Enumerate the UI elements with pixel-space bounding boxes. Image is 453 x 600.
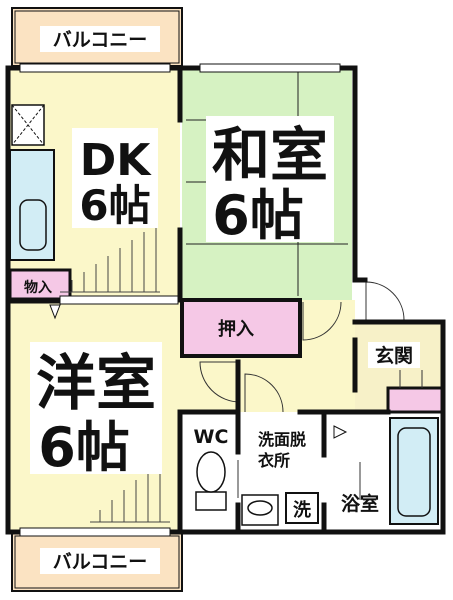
washer-box <box>285 492 319 524</box>
bath-label: 浴室 <box>341 492 379 515</box>
youshitsu-label-bg <box>30 342 162 474</box>
balcony-top-label: バルコニー <box>53 29 148 51</box>
vent-marker <box>49 304 61 320</box>
senmen-label-line1: 洗面脱 <box>258 430 306 449</box>
oshiire-closet <box>180 298 302 358</box>
wc-label: WC <box>194 426 229 448</box>
washer-label: 洗 <box>293 499 311 521</box>
oshiire-label: 押入 <box>218 318 254 340</box>
dk-label-bg <box>72 128 158 228</box>
shoe-cabinet <box>386 386 444 414</box>
youshitsu-name: 洋室 <box>36 349 156 419</box>
refrigerator-icon-cross2 <box>11 104 45 146</box>
sink-icon <box>19 199 47 251</box>
dk-size: 6帖 <box>79 181 150 230</box>
door-swings <box>199 281 423 500</box>
toilet-tank <box>195 491 227 511</box>
washbasin-icon <box>247 500 273 516</box>
washitsu-size: 6帖 <box>212 184 304 247</box>
dk-name: DK <box>80 135 153 186</box>
stairs-icon <box>60 224 170 523</box>
storage-label: 物入 <box>24 279 52 296</box>
senmen-label-line2: 衣所 <box>258 451 290 470</box>
balcony-top-label-bg <box>40 26 160 52</box>
vent-marker-2 <box>333 425 348 439</box>
genkan-label: 玄関 <box>375 344 413 367</box>
washitsu-name: 和室 <box>212 121 328 189</box>
washitsu-label-bg <box>206 116 334 242</box>
balcony-bottom-label-bg <box>40 548 160 574</box>
youshitsu-size: 6帖 <box>38 416 130 479</box>
toilet-icon <box>196 451 226 493</box>
bathtub-inner <box>397 427 431 517</box>
balcony-bottom-label: バルコニー <box>53 551 148 573</box>
genkan-label-bg <box>368 342 420 368</box>
windows <box>19 63 341 537</box>
balcony-top-inner <box>14 10 180 64</box>
